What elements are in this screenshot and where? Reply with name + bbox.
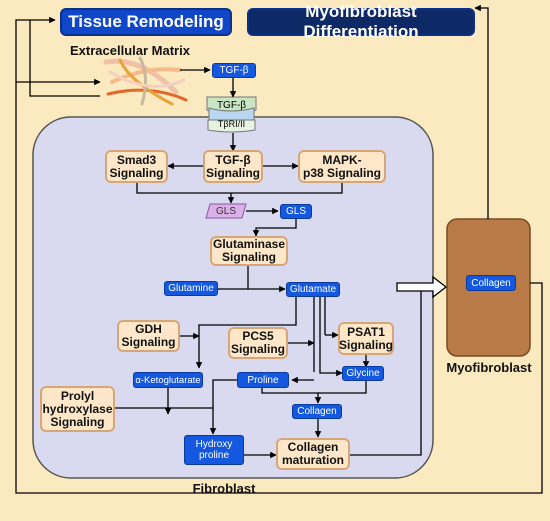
tgfb-signaling: TGF-β Signaling bbox=[203, 150, 263, 183]
myofibroblast-label: Myofibroblast bbox=[446, 359, 532, 375]
psat1-signaling: PSAT1 Signaling bbox=[338, 322, 394, 355]
tgfb-ligand: TGF-β bbox=[212, 63, 256, 78]
hydroxyproline: Hydroxy proline bbox=[184, 435, 244, 465]
prolyl-hydroxylase-signaling: Prolyl hydroxylase Signaling bbox=[40, 386, 115, 432]
myofibroblast-differentiation-header: Myofibroblast Differentiation bbox=[247, 2, 475, 41]
glutaminase-signaling: Glutaminase Signaling bbox=[210, 236, 288, 266]
glutamine: Glutamine bbox=[164, 281, 218, 296]
receptor-tgfb-label: TGF-β bbox=[216, 99, 247, 111]
gls-active: GLS bbox=[280, 204, 312, 219]
collagen-cell: Collagen bbox=[292, 404, 342, 419]
gls-inactive-shape bbox=[205, 203, 247, 219]
receptor-tbri-label: TβRI/II bbox=[217, 119, 246, 129]
collagen-maturation: Collagen maturation bbox=[276, 438, 350, 470]
extracellular-matrix-label: Extracellular Matrix bbox=[70, 42, 190, 58]
hollow-arrow-icon bbox=[396, 275, 448, 299]
proline: Proline bbox=[237, 372, 289, 388]
mapk-p38-signaling: MAPK- p38 Signaling bbox=[298, 150, 386, 183]
gls-inactive: GLS bbox=[215, 205, 236, 217]
collagen-myofibroblast: Collagen bbox=[466, 275, 516, 291]
gdh-signaling: GDH Signaling bbox=[117, 320, 180, 352]
alpha-ketoglutarate: α-Ketoglutarate bbox=[133, 372, 203, 388]
ecm-fibers-icon bbox=[103, 56, 188, 106]
glycine: Glycine bbox=[342, 366, 384, 381]
fibroblast-label: Fibroblast bbox=[192, 480, 256, 496]
smad3-signaling: Smad3 Signaling bbox=[105, 150, 168, 183]
pcs5-signaling: PCS5 Signaling bbox=[228, 327, 288, 359]
tissue-remodeling-header: Tissue Remodeling bbox=[60, 8, 232, 36]
glutamate: Glutamate bbox=[286, 282, 340, 297]
